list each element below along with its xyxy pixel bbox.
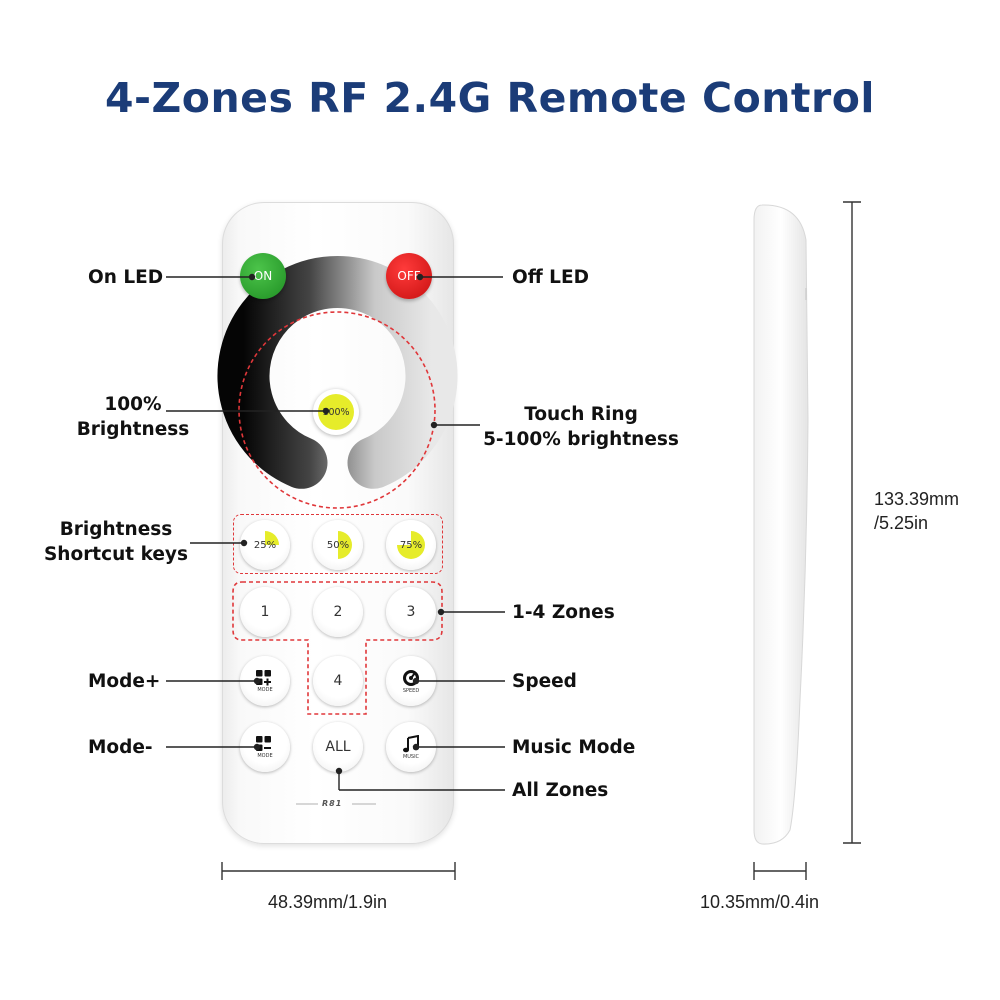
- brightness-25-button[interactable]: 25%: [240, 520, 290, 570]
- brightness-50-label: 50%: [326, 539, 350, 551]
- mode-plus-caption: MODE: [257, 686, 273, 693]
- brightness-75-label: 75%: [399, 539, 423, 551]
- callout-touch-ring-line2: 5-100% brightness: [483, 429, 679, 450]
- zone-1-button[interactable]: 1: [240, 587, 290, 637]
- mode-minus-caption: MODE: [257, 752, 273, 759]
- all-zones-label: ALL: [325, 739, 351, 755]
- brightness-50-button[interactable]: 50%: [313, 520, 363, 570]
- all-zones-button[interactable]: ALL: [313, 722, 363, 772]
- zone-1-label: 1: [260, 604, 270, 620]
- dimension-thickness: 10.35mm/0.4in: [700, 892, 820, 912]
- zone-3-label: 3: [406, 604, 416, 620]
- callout-touch-ring-line1: Touch Ring: [524, 404, 638, 425]
- brightness-50-pie: [338, 531, 352, 559]
- on-button[interactable]: ON: [240, 253, 286, 299]
- music-caption: MUSIC: [402, 753, 420, 760]
- callout-touch-ring: Touch Ring 5-100% brightness: [478, 402, 684, 452]
- zone-2-label: 2: [333, 604, 343, 620]
- brightness-25-pie: [265, 531, 279, 545]
- zone-4-label: 4: [333, 673, 343, 689]
- off-button-label: OFF: [397, 269, 421, 283]
- on-button-label: ON: [253, 269, 273, 283]
- page-title: 4-Zones RF 2.4G Remote Control: [105, 74, 875, 122]
- callout-mode-minus: Mode-: [88, 737, 153, 758]
- callout-speed: Speed: [512, 671, 577, 692]
- callout-music-mode: Music Mode: [512, 737, 636, 758]
- brightness-75-pie: [397, 531, 425, 559]
- brightness-75-button[interactable]: 75%: [386, 520, 436, 570]
- callout-zones: 1-4 Zones: [512, 602, 615, 623]
- speed-caption: SPEED: [402, 687, 420, 694]
- callout-shortcut-line1: Brightness: [59, 519, 173, 540]
- callout-all-zones: All Zones: [512, 780, 609, 801]
- zone-4-button[interactable]: 4: [313, 656, 363, 706]
- brightness-keys-dashed-outline: [233, 514, 443, 574]
- model-mark: R81: [322, 799, 343, 808]
- callout-shortcut-line2: Shortcut keys: [43, 544, 189, 565]
- dimension-height: 133.39mm /5.25in: [874, 487, 959, 535]
- touch-ring: [217, 255, 458, 489]
- brightness-25-label: 25%: [253, 539, 277, 551]
- callout-brightness-100-line1: 100%: [104, 394, 162, 415]
- dimension-height-line2: /5.25in: [874, 513, 929, 533]
- callout-brightness-100-line2: Brightness: [76, 419, 190, 440]
- dimension-height-line1: 133.39mm: [874, 489, 960, 509]
- callout-brightness-100: 100% Brightness: [70, 392, 196, 442]
- zone-3-button[interactable]: 3: [386, 587, 436, 637]
- dimension-width: 48.39mm/1.9in: [268, 892, 388, 912]
- callout-mode-plus: Mode+: [88, 671, 161, 692]
- callout-shortcut-keys: Brightness Shortcut keys: [36, 517, 196, 567]
- touch-ring-dashed-outline: [238, 311, 436, 509]
- zone-2-button[interactable]: 2: [313, 587, 363, 637]
- off-button[interactable]: OFF: [386, 253, 432, 299]
- callout-off-led: Off LED: [512, 267, 589, 288]
- callout-on-led: On LED: [88, 267, 164, 288]
